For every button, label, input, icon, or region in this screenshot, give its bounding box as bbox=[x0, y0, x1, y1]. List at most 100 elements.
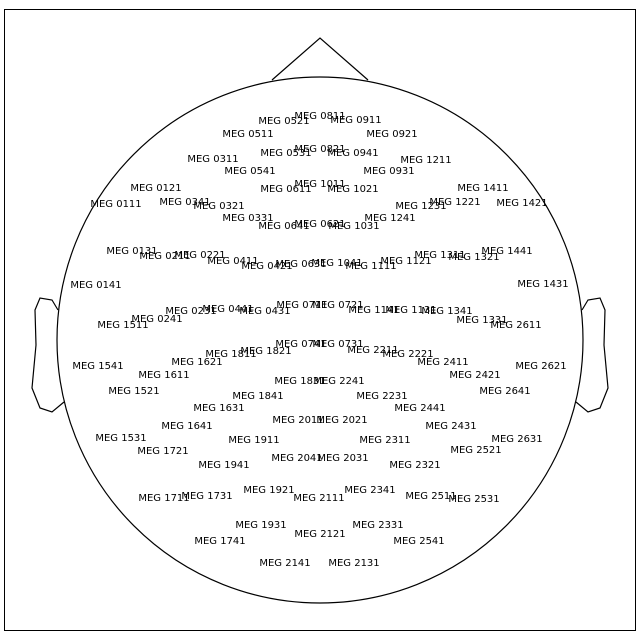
sensor-label: MEG 1211 bbox=[400, 155, 451, 166]
sensor-label: MEG 0141 bbox=[70, 280, 121, 291]
sensor-label: MEG 2431 bbox=[425, 421, 476, 432]
sensor-label: MEG 2421 bbox=[449, 370, 500, 381]
sensor-label: MEG 2441 bbox=[394, 403, 445, 414]
sensor-label: MEG 1431 bbox=[517, 279, 568, 290]
sensor-label: MEG 0511 bbox=[222, 129, 273, 140]
sensor-label: MEG 0221 bbox=[174, 250, 225, 261]
sensor-label: MEG 0311 bbox=[187, 154, 238, 165]
sensor-label: MEG 1341 bbox=[421, 306, 472, 317]
sensor-label: MEG 1941 bbox=[198, 460, 249, 471]
sensor-label: MEG 1631 bbox=[193, 403, 244, 414]
sensor-label: MEG 0541 bbox=[224, 166, 275, 177]
sensor-label: MEG 0441 bbox=[202, 304, 253, 315]
sensor-label: MEG 0421 bbox=[241, 261, 292, 272]
sensor-label: MEG 2011 bbox=[272, 415, 323, 426]
sensor-label: MEG 0741 bbox=[275, 339, 326, 350]
sensor-label: MEG 1131 bbox=[385, 305, 436, 316]
sensor-label: MEG 2231 bbox=[356, 391, 407, 402]
sensor-label: MEG 1021 bbox=[327, 184, 378, 195]
sensor-label: MEG 0331 bbox=[222, 213, 273, 224]
sensor-label: MEG 0611 bbox=[260, 184, 311, 195]
sensor-label: MEG 0821 bbox=[294, 144, 345, 155]
sensor-label: MEG 1841 bbox=[232, 391, 283, 402]
sensor-label: MEG 0231 bbox=[165, 306, 216, 317]
sensor-label: MEG 2221 bbox=[382, 349, 433, 360]
sensor-label: MEG 2611 bbox=[490, 320, 541, 331]
sensor-label: MEG 0731 bbox=[312, 339, 363, 350]
sensor-label: MEG 2131 bbox=[328, 558, 379, 569]
sensor-label: MEG 1421 bbox=[496, 198, 547, 209]
sensor-label: MEG 1411 bbox=[457, 183, 508, 194]
sensor-label: MEG 0631 bbox=[275, 259, 326, 270]
sensor-label: MEG 1821 bbox=[240, 346, 291, 357]
sensor-label: MEG 2511 bbox=[405, 491, 456, 502]
sensor-label: MEG 1441 bbox=[481, 246, 532, 257]
sensor-label: MEG 1331 bbox=[456, 315, 507, 326]
sensor-label: MEG 0941 bbox=[327, 148, 378, 159]
sensor-label: MEG 2631 bbox=[491, 434, 542, 445]
sensor-label: MEG 0321 bbox=[193, 201, 244, 212]
sensor-label: MEG 0111 bbox=[90, 199, 141, 210]
sensor-label: MEG 0241 bbox=[131, 314, 182, 325]
sensor-label: MEG 2021 bbox=[316, 415, 367, 426]
sensor-label: MEG 0431 bbox=[239, 306, 290, 317]
sensor-label: MEG 0721 bbox=[312, 300, 363, 311]
sensor-label: MEG 1221 bbox=[429, 197, 480, 208]
right-ear-outline bbox=[575, 297, 609, 413]
sensor-label: MEG 1931 bbox=[235, 520, 286, 531]
sensor-label: MEG 1621 bbox=[171, 357, 222, 368]
sensor-label: MEG 1121 bbox=[380, 256, 431, 267]
sensor-label: MEG 1831 bbox=[274, 376, 325, 387]
sensor-label: MEG 1911 bbox=[228, 435, 279, 446]
sensor-label: MEG 0411 bbox=[207, 256, 258, 267]
sensor-label: MEG 2031 bbox=[317, 453, 368, 464]
sensor-label: MEG 1721 bbox=[137, 446, 188, 457]
sensor-label: MEG 1611 bbox=[138, 370, 189, 381]
sensor-label: MEG 1731 bbox=[181, 491, 232, 502]
sensor-label: MEG 1011 bbox=[294, 179, 345, 190]
sensor-label: MEG 0341 bbox=[159, 197, 210, 208]
nose-outline bbox=[271, 37, 369, 81]
sensor-label: MEG 2521 bbox=[450, 445, 501, 456]
left-ear-outline bbox=[31, 297, 65, 413]
sensor-label: MEG 0641 bbox=[258, 221, 309, 232]
sensor-label: MEG 1811 bbox=[205, 349, 256, 360]
sensor-label: MEG 0931 bbox=[363, 166, 414, 177]
sensor-label: MEG 2331 bbox=[352, 520, 403, 531]
sensor-label: MEG 1031 bbox=[328, 221, 379, 232]
sensor-label: MEG 0211 bbox=[139, 251, 190, 262]
sensor-label: MEG 2111 bbox=[293, 493, 344, 504]
sensor-label: MEG 0121 bbox=[130, 183, 181, 194]
sensor-label: MEG 0921 bbox=[366, 129, 417, 140]
sensor-label: MEG 2341 bbox=[344, 485, 395, 496]
sensor-label: MEG 1111 bbox=[345, 261, 396, 272]
sensor-label: MEG 1321 bbox=[448, 252, 499, 263]
sensor-label: MEG 2211 bbox=[347, 345, 398, 356]
sensor-label: MEG 2411 bbox=[417, 357, 468, 368]
sensor-label: MEG 1641 bbox=[161, 421, 212, 432]
sensor-label: MEG 2121 bbox=[294, 529, 345, 540]
sensor-label: MEG 0811 bbox=[294, 111, 345, 122]
sensor-label: MEG 2141 bbox=[259, 558, 310, 569]
sensor-label: MEG 1921 bbox=[243, 485, 294, 496]
sensor-label: MEG 2641 bbox=[479, 386, 530, 397]
sensor-label: MEG 2311 bbox=[359, 435, 410, 446]
sensor-label: MEG 1041 bbox=[311, 258, 362, 269]
sensor-label: MEG 0911 bbox=[330, 115, 381, 126]
sensor-label: MEG 2541 bbox=[393, 536, 444, 547]
sensor-label: MEG 1531 bbox=[95, 433, 146, 444]
sensor-label: MEG 1241 bbox=[364, 213, 415, 224]
head-outline bbox=[56, 76, 584, 604]
sensor-label: MEG 1521 bbox=[108, 386, 159, 397]
sensor-label: MEG 1541 bbox=[72, 361, 123, 372]
sensor-label: MEG 1311 bbox=[414, 250, 465, 261]
sensor-label: MEG 2531 bbox=[448, 494, 499, 505]
sensor-label: MEG 1511 bbox=[97, 320, 148, 331]
sensor-label: MEG 0621 bbox=[294, 219, 345, 230]
sensor-label: MEG 1231 bbox=[395, 201, 446, 212]
sensor-label: MEG 0521 bbox=[258, 116, 309, 127]
sensor-label: MEG 2621 bbox=[515, 361, 566, 372]
